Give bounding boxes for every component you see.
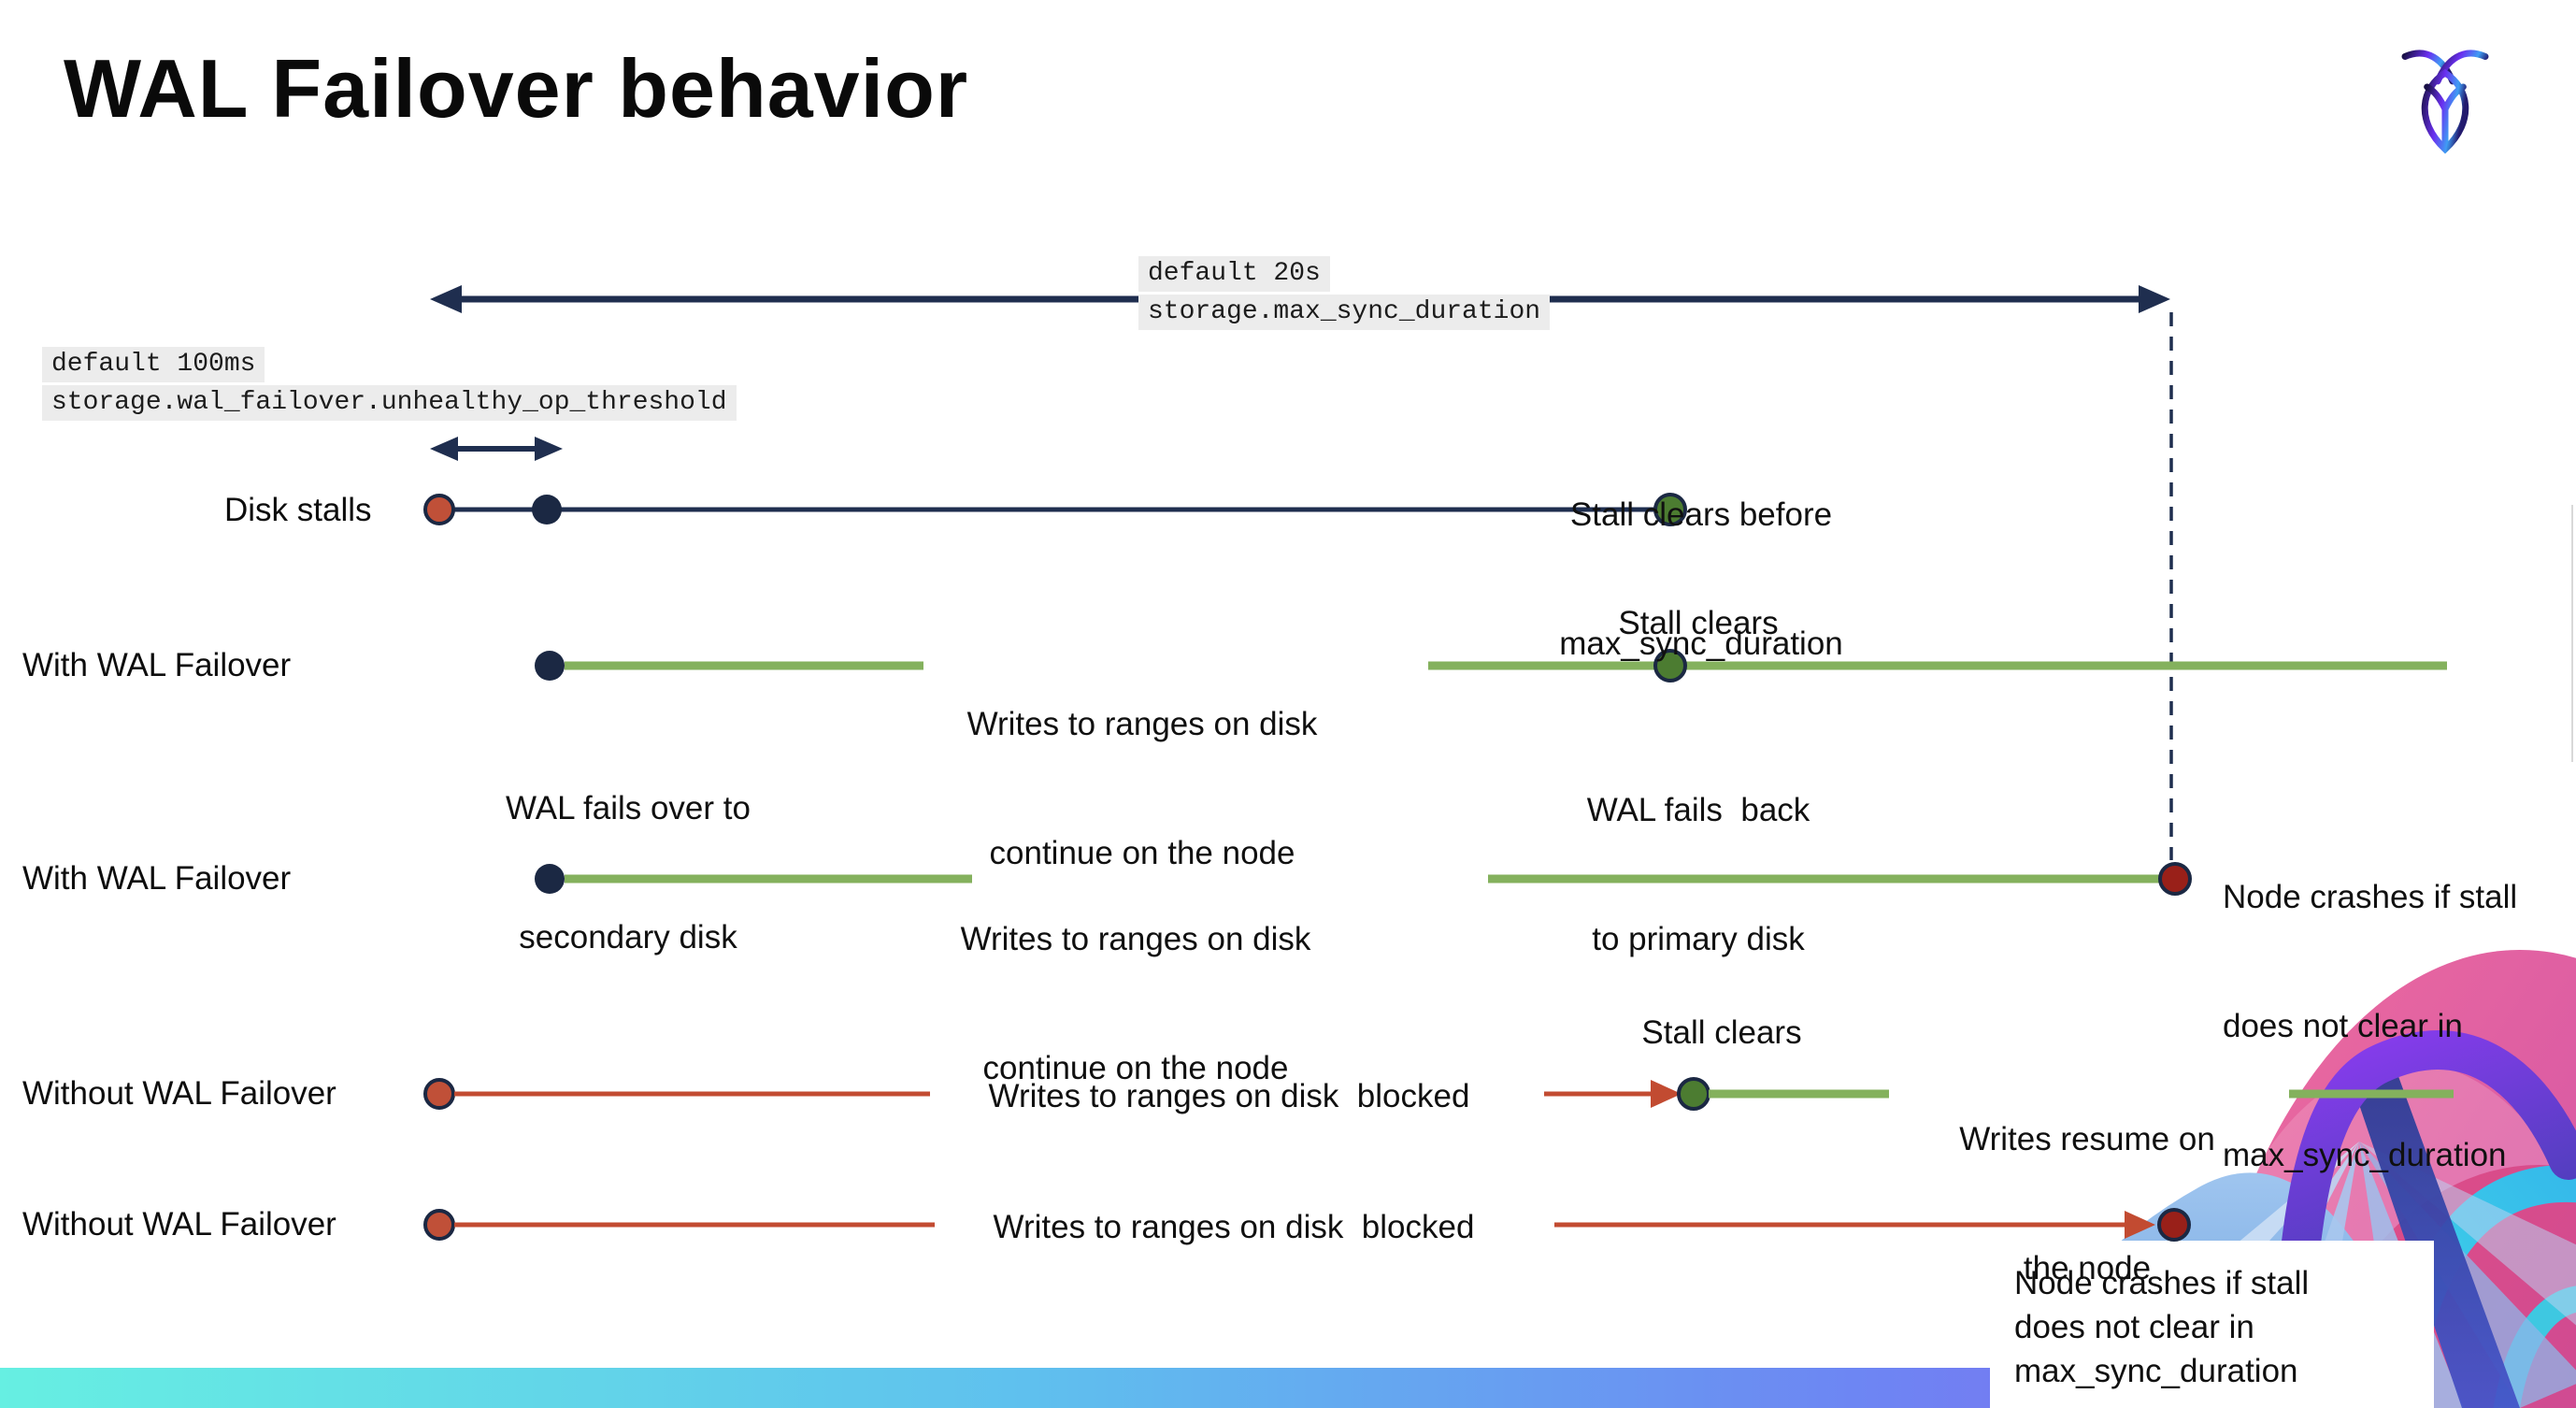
row-label-disk-stalls: Disk stalls [224, 492, 372, 528]
event-dot-failover [535, 651, 565, 681]
cockroachdb-logo-icon [2401, 50, 2489, 154]
unhealthy-op-threshold-callout: default 100ms storage.wal_failover.unhea… [42, 347, 737, 424]
arrowhead-left [430, 437, 458, 461]
note-line: max_sync_duration [1559, 625, 1843, 662]
logo-vein [2424, 83, 2467, 152]
note-line: Writes resume on [1959, 1121, 2215, 1157]
note-line: the node [2023, 1250, 2152, 1286]
note-line: to primary disk [1592, 921, 1805, 957]
note-line: Node crashes if stall [2223, 879, 2518, 915]
crash-note-line: Node crashes if stall [2014, 1265, 2310, 1301]
note-line: Stall clears before [1569, 496, 1833, 533]
arrowhead-right [535, 437, 563, 461]
event-dot-stall-start [423, 1209, 455, 1241]
event-dot-threshold-reached [532, 495, 562, 524]
note-line: Writes to ranges on disk [966, 706, 1318, 742]
row-label-with-wal-failover-2: With WAL Failover [22, 860, 292, 897]
crash-note-line: max_sync_duration [2014, 1353, 2298, 1389]
event-dot-stall-clears [1677, 1077, 1710, 1111]
note-stall-clears-row2: Stall clears [1618, 605, 1779, 641]
note-line: Writes to ranges on disk [960, 921, 1311, 957]
arrowhead-right [1651, 1080, 1682, 1108]
note-wal-fails-over: WAL fails over to secondary disk [422, 701, 834, 1045]
note-writes-resume: Writes resume on the node [1900, 1032, 2274, 1376]
note-line: continue on the node [982, 1050, 1289, 1086]
setting-name: storage.wal_failover.unhealthy_op_thresh… [42, 385, 737, 421]
event-dot-node-crash [2158, 862, 2192, 896]
arrowhead-left [430, 285, 462, 313]
event-dot-stall-start [423, 494, 455, 525]
note-stall-clears-before: Stall clears before max_sync_duration [1496, 408, 1907, 752]
event-dot-stall-start [423, 1078, 455, 1110]
note-line: secondary disk [519, 919, 737, 955]
row-label-with-wal-failover-1: With WAL Failover [22, 647, 292, 683]
note-wal-fails-back: WAL fails back to primary disk [1493, 703, 1904, 1047]
note-line: does not clear in [2223, 1008, 2463, 1044]
note-writes-blocked-row4: Writes to ranges on disk blocked [988, 1078, 1470, 1114]
note-writes-continue-row2: Writes to ranges on disk continue on the… [937, 617, 1348, 961]
setting-default-value: default 20s [1138, 256, 1330, 292]
note-node-crashes-row3: Node crashes if stall does not clear in … [2223, 790, 2576, 1263]
note-writes-continue-row3: Writes to ranges on disk continue on the… [930, 832, 1341, 1176]
crash-note-card: Node crashes if stall does not clear in … [1990, 1241, 2434, 1408]
edge-artifact-line [2571, 505, 2573, 762]
page-title: WAL Failover behavior [64, 42, 969, 135]
note-writes-blocked-row5: Writes to ranges on disk blocked [993, 1209, 1475, 1245]
note-line: WAL fails over to [506, 790, 751, 826]
max-sync-duration-callout: default 20s storage.max_sync_duration [1138, 256, 1551, 333]
note-stall-clears-row4: Stall clears [1641, 1014, 1802, 1051]
setting-default-value: default 100ms [42, 347, 265, 382]
note-line: max_sync_duration [2223, 1137, 2507, 1173]
row-label-without-wal-failover-2: Without WAL Failover [22, 1206, 336, 1243]
setting-name: storage.max_sync_duration [1138, 295, 1551, 330]
arrowhead-right [2139, 285, 2170, 313]
note-line: WAL fails back [1586, 792, 1810, 828]
note-line: continue on the node [989, 835, 1295, 871]
crash-note-line: does not clear in [2014, 1309, 2254, 1345]
art-dark-band [2348, 1051, 2520, 1408]
row-label-without-wal-failover-1: Without WAL Failover [22, 1075, 336, 1112]
